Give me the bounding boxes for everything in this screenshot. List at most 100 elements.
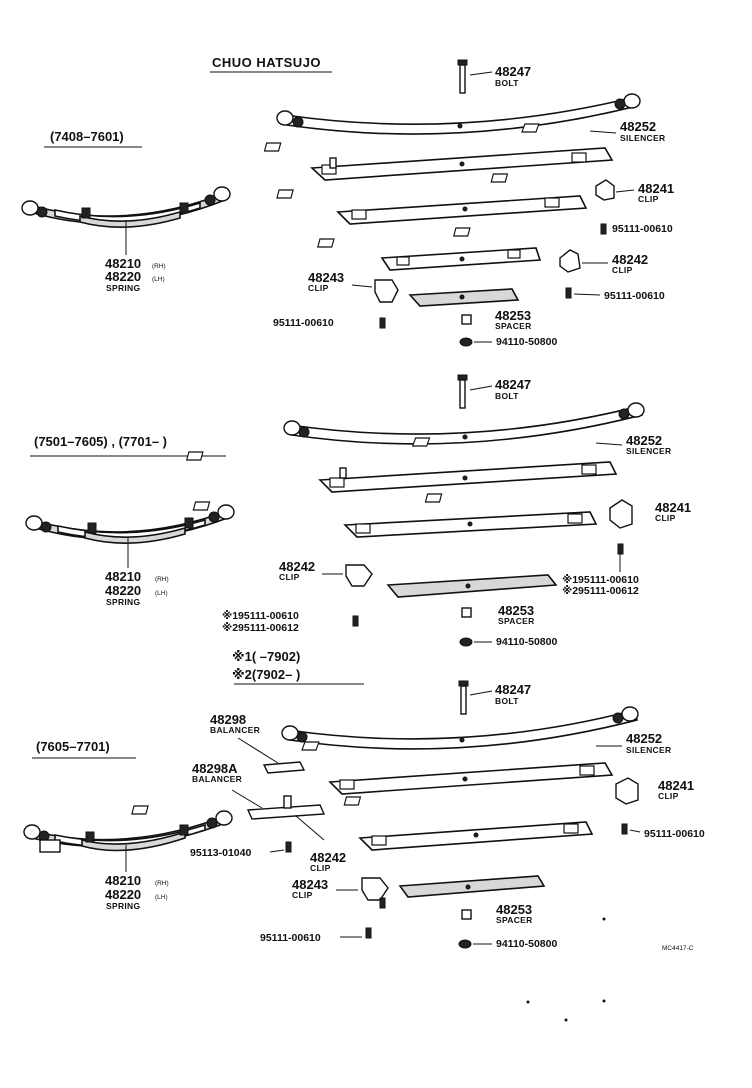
main-leaf-3: [286, 709, 638, 750]
silencer-number-2: 48252: [626, 433, 662, 448]
spring-rh-tag-1: (RH): [152, 263, 166, 270]
clip-48241-icon-3: [615, 777, 639, 805]
spring-name-1: SPRING: [106, 283, 140, 293]
clip-48243-number-1: 48243: [308, 270, 344, 285]
screw-a-number-1: 95111-00610: [612, 223, 673, 235]
clip-48242-number-2: 48242: [279, 559, 315, 574]
screw-left-2-number-2: ※295111-00612: [222, 622, 299, 634]
clip-48242-icon: [559, 249, 581, 273]
bolt-icon: [457, 59, 468, 94]
spacer-name-3: SPACER: [496, 915, 533, 925]
clip-48241-name-2: CLIP: [655, 513, 676, 523]
clip-48241-number-3: 48241: [658, 778, 694, 793]
screw-icon: [600, 223, 607, 235]
bolt-number-3: 48247: [495, 682, 531, 697]
balancer-number-3: 48298: [210, 712, 246, 727]
silencer-pad: [521, 123, 540, 133]
clip-48243-icon: [374, 279, 399, 303]
silencer-number-3: 48252: [626, 731, 662, 746]
spring-name-2: SPRING: [106, 597, 140, 607]
section-3: (7605–7701) 48210 (RH) 48220 (LH) SPRING…: [23, 680, 705, 952]
spacer-icon: [461, 314, 472, 325]
diagram-title: CHUO HATSUJO: [212, 55, 321, 70]
section-1-range: (7408–7601): [50, 129, 124, 144]
clip-48242-name-3: CLIP: [310, 863, 331, 873]
bolt-name-2: BOLT: [495, 391, 519, 401]
screw-c-number-3: 95111-00610: [260, 932, 321, 944]
silencer-name-1: SILENCER: [620, 133, 665, 143]
clip-48241-name-3: CLIP: [658, 791, 679, 801]
spring-assembly-1: [21, 186, 231, 255]
spring-lh-tag-3: (LH): [155, 894, 168, 901]
spring-rh-number-2: 48210: [105, 569, 141, 584]
leaf-3-1: [336, 195, 588, 225]
screw-left-1-number-2: ※195111-00610: [222, 610, 299, 622]
silencer-number-1: 48252: [620, 119, 656, 134]
bolt-name-3: BOLT: [495, 696, 519, 706]
clip-48243-name-3: CLIP: [292, 890, 313, 900]
clip-48241-icon: [595, 179, 615, 201]
balancer-48298a-icon: [246, 804, 326, 820]
spring-rh-tag-2: (RH): [155, 576, 169, 583]
section-3-range: (7605–7701): [36, 739, 110, 754]
spring-rh-number-1: 48210: [105, 256, 141, 271]
spring-rh-number-3: 48210: [105, 873, 141, 888]
spacer-name-1: SPACER: [495, 321, 532, 331]
balancer-name-3: BALANCER: [210, 725, 260, 735]
clip-48241-name-1: CLIP: [638, 194, 659, 204]
screw-a-number-3: 95111-00610: [644, 828, 705, 840]
clip-48243-number-3: 48243: [292, 877, 328, 892]
screw-b-number-1: 95111-00610: [604, 290, 665, 302]
screw-c-number-1: 95111-00610: [273, 317, 334, 329]
balancer-48298-icon: [262, 761, 306, 774]
clip-48241-number-2: 48241: [655, 500, 691, 515]
bolt-name-1: BOLT: [495, 78, 519, 88]
spring-name-3: SPRING: [106, 901, 140, 911]
nut-number-3: 94110-50800: [496, 938, 557, 950]
note-1: ※1( –7902): [232, 649, 300, 664]
rebound-leaf-2: [386, 574, 558, 598]
note-2: ※2(7902– ): [232, 667, 300, 682]
screw-right-1-number-2: ※195111-00610: [562, 574, 639, 586]
screw-bal-number-3: 95113-01040: [190, 847, 251, 859]
section-1: (7408–7601) 48210 (RH) 48220 (LH) SPRING…: [21, 59, 674, 348]
spring-assembly-2: [25, 504, 235, 568]
leaf-2-2: [318, 461, 618, 493]
catalog-code: MC4417-C: [662, 945, 694, 952]
spring-lh-number-1: 48220: [105, 269, 141, 284]
spring-assembly-3: [23, 810, 233, 872]
screw-right-2-number-2: ※295111-00612: [562, 585, 639, 597]
silencer-name-2: SILENCER: [626, 446, 671, 456]
nut-number-1: 94110-50800: [496, 336, 557, 348]
clip-48242-name-1: CLIP: [612, 265, 633, 275]
spring-rh-tag-3: (RH): [155, 880, 169, 887]
balancer-a-number-3: 48298A: [192, 761, 238, 776]
spring-lh-number-2: 48220: [105, 583, 141, 598]
clip-48241-icon-2: [609, 499, 633, 529]
spacer-number-2: 48253: [498, 603, 534, 618]
spacer-number-3: 48253: [496, 902, 532, 917]
spacer-name-2: SPACER: [498, 616, 535, 626]
main-leaf-1: [283, 96, 638, 135]
clip-48243-icon-3: [361, 877, 389, 901]
section-2: (7501–7605) , (7701– ) 48210 (RH) 48220 …: [25, 374, 691, 685]
clip-48241-number-1: 48241: [638, 181, 674, 196]
clip-48242-number-1: 48242: [612, 252, 648, 267]
bolt-number-1: 48247: [495, 64, 531, 79]
clip-48242-number-3: 48242: [310, 850, 346, 865]
nut-number-2: 94110-50800: [496, 636, 557, 648]
clip-48242-name-2: CLIP: [279, 572, 300, 582]
spring-lh-number-3: 48220: [105, 887, 141, 902]
balancer-a-name-3: BALANCER: [192, 774, 242, 784]
section-2-range: (7501–7605) , (7701– ): [34, 434, 167, 449]
spring-lh-tag-2: (LH): [155, 590, 168, 597]
spacer-number-1: 48253: [495, 308, 531, 323]
clip-48242-icon-2: [345, 564, 373, 587]
spring-lh-tag-1: (LH): [152, 276, 165, 283]
silencer-name-3: SILENCER: [626, 745, 671, 755]
rebound-leaf-3: [398, 875, 546, 898]
leaf-2-3: [328, 762, 614, 795]
clip-48243-name-1: CLIP: [308, 283, 329, 293]
bolt-number-2: 48247: [495, 377, 531, 392]
